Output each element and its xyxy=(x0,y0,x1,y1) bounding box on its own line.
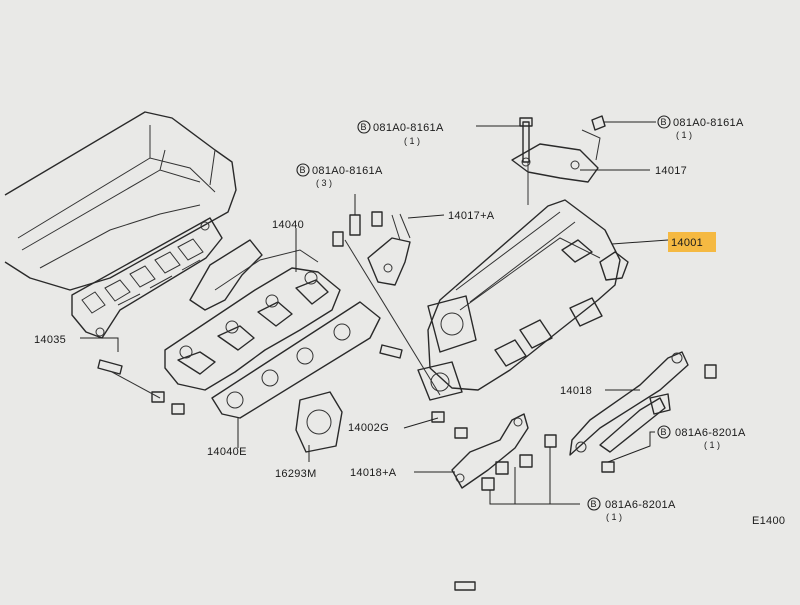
leader-lines xyxy=(80,121,669,505)
gasket-14040e xyxy=(211,301,381,419)
bolt-left-qty: ( 3 ) xyxy=(316,178,332,188)
intake-manifold-14001 xyxy=(417,199,629,401)
bolt-bottom-label: 081A6-8201A xyxy=(605,499,676,511)
bolt-left-label: 081A0-8161A xyxy=(312,165,383,177)
bolt-top-center-qty: ( 1 ) xyxy=(404,136,420,146)
ref-code: E1400 xyxy=(752,515,785,527)
bolt-callout-top-center: B 081A0-8161A ( 1 ) xyxy=(357,120,444,146)
bolt-callout-top-right: B 081A0-8161A ( 1 ) xyxy=(657,115,744,140)
bolt-marker: B xyxy=(361,122,367,132)
cylinder-head xyxy=(4,111,237,291)
bolt-top-right-label: 081A0-8161A xyxy=(673,117,744,129)
bolt-top-center-label: 081A0-8161A xyxy=(373,122,444,134)
label-14001: 14001 xyxy=(671,237,703,249)
bolt-right-mid-qty: ( 1 ) xyxy=(704,440,720,450)
bolt-marker: B xyxy=(591,499,597,509)
label-14002g: 14002G xyxy=(348,422,389,434)
exhaust-manifold-14040 xyxy=(164,239,341,391)
bolt-top-right-qty: ( 1 ) xyxy=(676,130,692,140)
label-14035: 14035 xyxy=(34,334,66,346)
label-14018a: 14018+A xyxy=(350,467,397,479)
bolt-callout-right-mid: B 081A6-8201A ( 1 ) xyxy=(657,425,746,450)
bolt-callout-bottom: B 081A6-8201A ( 1 ) xyxy=(587,497,676,522)
labels: 14035 14040 14040E 16293M 14002G 14018+A… xyxy=(34,165,785,527)
bracket-14017a xyxy=(367,213,411,286)
bolt-marker: B xyxy=(661,117,667,127)
label-14040: 14040 xyxy=(272,219,304,231)
bolt-marker: B xyxy=(300,165,306,175)
bolt-marker: B xyxy=(661,427,667,437)
bracket-14017 xyxy=(511,129,601,183)
fasteners xyxy=(97,115,717,591)
label-14040e: 14040E xyxy=(207,446,247,458)
label-14017a: 14017+A xyxy=(448,210,495,222)
bolt-right-mid-label: 081A6-8201A xyxy=(675,427,746,439)
bolt-bottom-qty: ( 1 ) xyxy=(606,512,622,522)
label-14001-highlight xyxy=(668,232,716,252)
gasket-16293m xyxy=(295,391,343,453)
bolt-callout-left: B 081A0-8161A ( 3 ) xyxy=(296,163,383,188)
label-14017: 14017 xyxy=(655,165,687,177)
gasket-14035 xyxy=(71,217,223,339)
support-14018a xyxy=(451,413,529,489)
label-16293m: 16293M xyxy=(275,468,317,480)
support-14018 xyxy=(569,351,689,456)
label-14018: 14018 xyxy=(560,385,592,397)
